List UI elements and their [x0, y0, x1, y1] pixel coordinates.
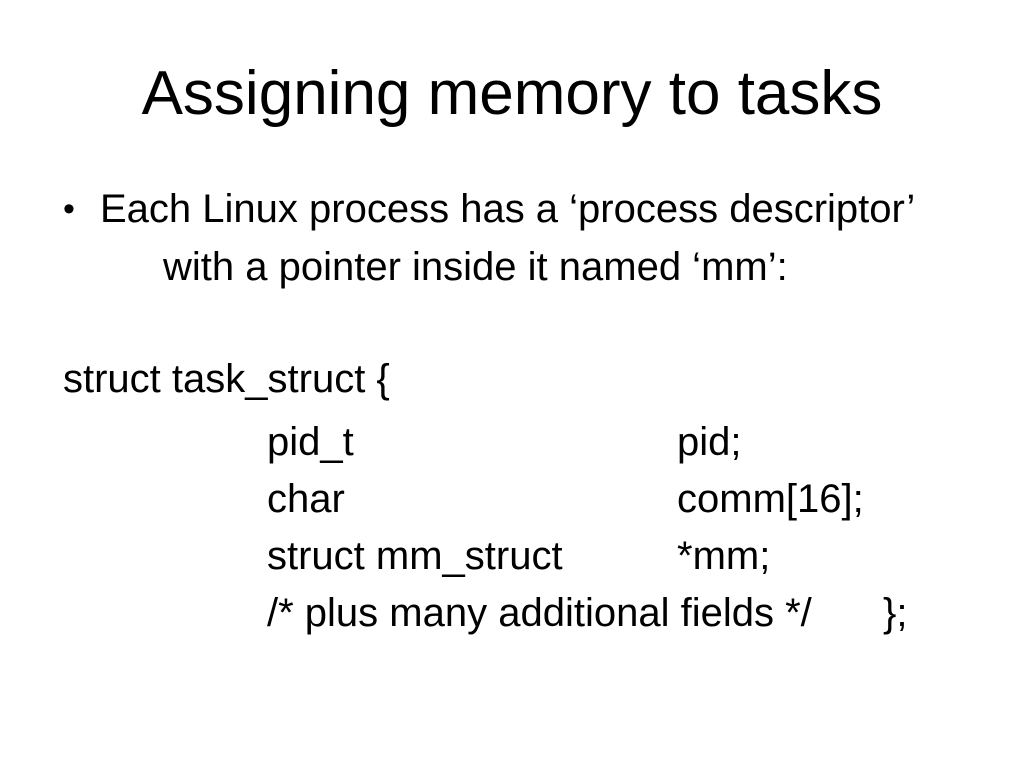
code-field-name: comm[16];: [677, 477, 864, 521]
code-field-type: struct mm_struct: [267, 534, 563, 578]
bullet-text: Each Linux process has a ‘process descri…: [100, 187, 916, 231]
code-field-type: pid_t: [267, 420, 354, 464]
code-comment-text: /* plus many additional fields */: [267, 591, 812, 635]
bullet-continuation-text: with a pointer inside it named ‘mm’:: [163, 245, 788, 289]
bullet-line: • Each Linux process has a ‘process descr…: [63, 186, 915, 232]
code-field-row: pid_t pid;: [0, 419, 1024, 469]
slide-title: Assigning memory to tasks: [141, 59, 883, 128]
code-struct-close: };: [883, 591, 908, 635]
code-field-row: char comm[16];: [0, 476, 1024, 526]
code-struct-declaration: struct task_struct {: [63, 357, 390, 401]
code-field-name: pid;: [677, 420, 742, 464]
code-field-row: struct mm_struct *mm;: [0, 533, 1024, 583]
code-field-name: *mm;: [677, 534, 771, 578]
code-field-type: char: [267, 477, 345, 521]
bullet-icon: •: [63, 190, 75, 228]
code-comment-row: /* plus many additional fields */ };: [0, 590, 1024, 640]
